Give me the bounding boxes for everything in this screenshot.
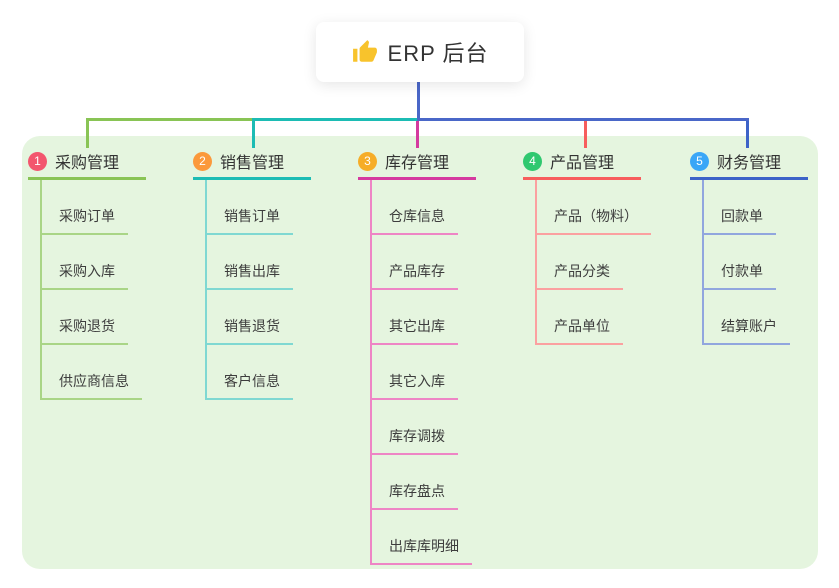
branch-number-badge: 3 <box>358 151 377 171</box>
connector-horizontal-green <box>86 118 255 121</box>
node-other-inbound[interactable]: 其它入库 <box>372 345 458 400</box>
connector-drop-product <box>584 121 587 148</box>
node-supplier-info[interactable]: 供应商信息 <box>42 345 142 400</box>
branch-number-badge: 5 <box>690 151 709 171</box>
node-outbound-detail[interactable]: 出库库明细 <box>372 510 472 565</box>
node-product-material[interactable]: 产品（物料） <box>537 180 651 235</box>
branch-title: 销售管理 <box>220 155 285 172</box>
thumbs-up-icon <box>352 40 377 62</box>
branch-finance-children: 回款单 付款单 结算账户 <box>702 180 808 345</box>
branch-purchase-children: 采购订单 采购入库 采购退货 供应商信息 <box>40 180 146 400</box>
branch-purchase: 1 采购管理 采购订单 采购入库 采购退货 供应商信息 <box>28 148 146 400</box>
branches-panel <box>22 136 818 569</box>
node-purchase-inbound[interactable]: 采购入库 <box>42 235 128 290</box>
connector-drop-purchase <box>86 121 89 148</box>
node-sales-outbound[interactable]: 销售出库 <box>207 235 293 290</box>
branch-product-children: 产品（物料） 产品分类 产品单位 <box>535 180 651 345</box>
node-payment-slip[interactable]: 付款单 <box>704 235 776 290</box>
branch-finance: 5 财务管理 回款单 付款单 结算账户 <box>690 148 808 345</box>
branch-product-header[interactable]: 4 产品管理 <box>523 148 641 180</box>
branch-number-badge: 2 <box>193 151 212 171</box>
node-warehouse-info[interactable]: 仓库信息 <box>372 180 458 235</box>
branch-title: 产品管理 <box>550 155 615 172</box>
root-connector-line <box>417 82 420 121</box>
connector-drop-sales <box>252 121 255 148</box>
node-stock-transfer[interactable]: 库存调拨 <box>372 400 458 455</box>
connector-drop-finance <box>746 121 749 148</box>
branch-title: 采购管理 <box>55 155 120 172</box>
branch-sales-children: 销售订单 销售出库 销售退货 客户信息 <box>205 180 311 400</box>
connector-horizontal-teal <box>252 118 420 121</box>
connector-horizontal-blue <box>417 118 749 121</box>
branch-sales: 2 销售管理 销售订单 销售出库 销售退货 客户信息 <box>193 148 311 400</box>
node-product-category[interactable]: 产品分类 <box>537 235 623 290</box>
branch-sales-header[interactable]: 2 销售管理 <box>193 148 311 180</box>
node-stock-count[interactable]: 库存盘点 <box>372 455 458 510</box>
node-customer-info[interactable]: 客户信息 <box>207 345 293 400</box>
node-receipt-slip[interactable]: 回款单 <box>704 180 776 235</box>
node-product-stock[interactable]: 产品库存 <box>372 235 458 290</box>
branch-purchase-header[interactable]: 1 采购管理 <box>28 148 146 180</box>
node-other-outbound[interactable]: 其它出库 <box>372 290 458 345</box>
branch-number-badge: 1 <box>28 151 47 171</box>
node-sales-order[interactable]: 销售订单 <box>207 180 293 235</box>
branch-finance-header[interactable]: 5 财务管理 <box>690 148 808 180</box>
root-node-erp[interactable]: ERP 后台 <box>316 22 524 82</box>
node-purchase-order[interactable]: 采购订单 <box>42 180 128 235</box>
node-sales-return[interactable]: 销售退货 <box>207 290 293 345</box>
connector-drop-inventory <box>416 121 419 148</box>
branch-inventory-children: 仓库信息 产品库存 其它出库 其它入库 库存调拨 库存盘点 出库库明细 <box>370 180 476 565</box>
node-settlement-account[interactable]: 结算账户 <box>704 290 790 345</box>
branch-number-badge: 4 <box>523 151 542 171</box>
branch-title: 财务管理 <box>717 155 782 172</box>
branch-inventory: 3 库存管理 仓库信息 产品库存 其它出库 其它入库 库存调拨 库存盘点 出库库… <box>358 148 476 565</box>
branch-title: 库存管理 <box>385 155 450 172</box>
branch-product: 4 产品管理 产品（物料） 产品分类 产品单位 <box>523 148 651 345</box>
node-purchase-return[interactable]: 采购退货 <box>42 290 128 345</box>
node-product-unit[interactable]: 产品单位 <box>537 290 623 345</box>
branch-inventory-header[interactable]: 3 库存管理 <box>358 148 476 180</box>
root-node-title: ERP 后台 <box>387 41 489 66</box>
